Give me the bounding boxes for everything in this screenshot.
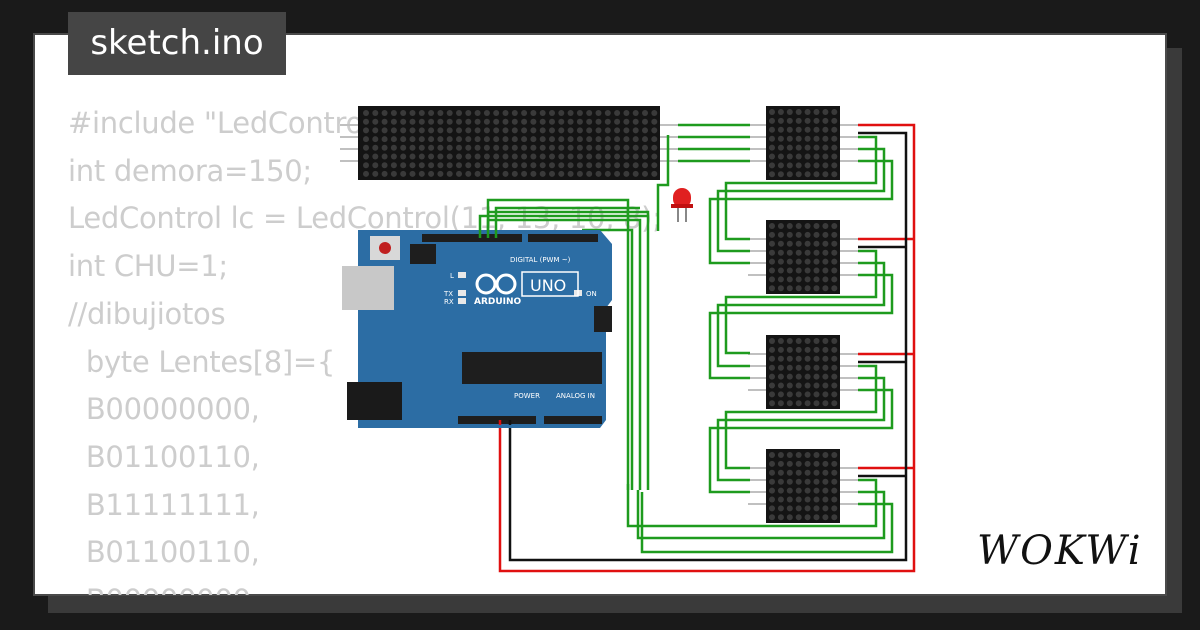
led-matrix-1[interactable] <box>766 106 840 180</box>
tx-label: TX <box>443 290 453 298</box>
led-matrix-2[interactable] <box>766 220 840 294</box>
on-label: ON <box>586 290 597 298</box>
code-line: B00000000, <box>68 392 260 427</box>
power-jack <box>347 382 402 420</box>
arduino-logo-icon <box>475 273 517 295</box>
analog-label: ANALOG IN <box>556 392 595 400</box>
board-brand: ARDUINO <box>474 297 522 307</box>
digital-label: DIGITAL (PWM ~) <box>510 256 571 264</box>
led-matrix-4[interactable] <box>766 449 840 523</box>
l-label: L <box>450 272 454 280</box>
file-name-tab[interactable]: sketch.ino <box>68 12 286 75</box>
rx-label: RX <box>444 298 454 306</box>
code-line: int CHU=1; <box>68 249 228 284</box>
usb-port <box>342 266 394 310</box>
code-line: B01100110, <box>68 439 260 474</box>
led-matrix-3[interactable] <box>766 335 840 409</box>
power-label: POWER <box>514 392 540 400</box>
code-line: byte Lentes[8]={ <box>68 344 336 379</box>
code-line: B00000000, <box>68 577 662 595</box>
microcontroller-chip <box>462 352 602 384</box>
wokwi-logo: WOKWi <box>977 528 1143 574</box>
red-led[interactable] <box>671 188 693 222</box>
code-line: LedControl lc = LedControl(11, 13, 10, 8… <box>68 201 662 236</box>
long-led-matrix[interactable] <box>340 106 678 180</box>
arduino-uno-board[interactable]: UNO ARDUINO DIGITAL (PWM ~) POWER ANALOG… <box>342 230 612 428</box>
code-line: //dibujiotos <box>68 296 226 331</box>
code-line: int demora=150; <box>68 153 312 188</box>
code-line: B11111111, <box>68 487 260 522</box>
board-model: UNO <box>530 276 566 295</box>
code-line: B01100110, <box>68 535 260 570</box>
